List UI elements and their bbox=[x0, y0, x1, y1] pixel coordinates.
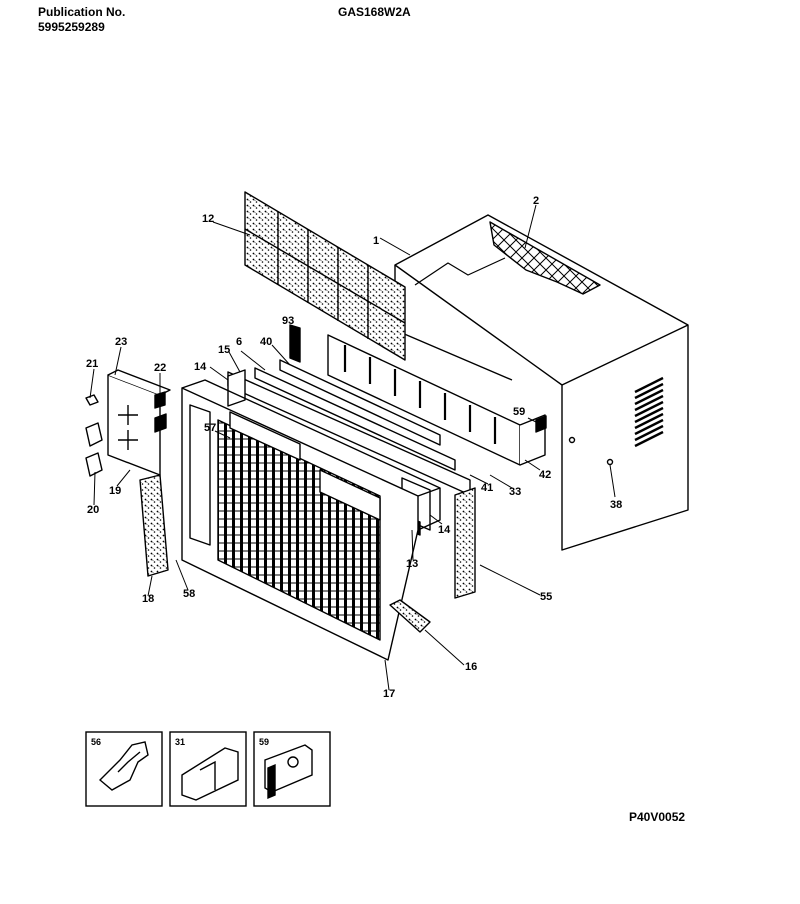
callout-22: 22 bbox=[154, 362, 166, 374]
callout-20: 20 bbox=[87, 504, 99, 516]
callout-40: 40 bbox=[260, 336, 272, 348]
cabinet bbox=[394, 214, 689, 551]
callout-57: 57 bbox=[204, 422, 216, 434]
callout-14b: 14 bbox=[438, 524, 451, 536]
callout-15: 15 bbox=[218, 344, 230, 356]
screw-38a bbox=[568, 436, 576, 444]
detail-label-31: 31 bbox=[175, 737, 185, 747]
callout-21: 21 bbox=[86, 358, 98, 370]
callout-13: 13 bbox=[406, 558, 418, 570]
rear-baffle bbox=[327, 334, 546, 466]
callout-55: 55 bbox=[540, 591, 552, 603]
publication-label: Publication No. bbox=[38, 5, 126, 19]
part-22 bbox=[154, 391, 166, 409]
detail-box-31 bbox=[169, 731, 247, 807]
model-number: GAS168W2A bbox=[338, 5, 411, 19]
callout-59: 59 bbox=[513, 406, 525, 418]
callout-19: 19 bbox=[109, 485, 121, 497]
callout-14a: 14 bbox=[194, 361, 207, 373]
callout-41: 41 bbox=[481, 482, 493, 494]
bracket-59 bbox=[535, 415, 547, 433]
air-filter bbox=[244, 191, 406, 361]
callout-1: 1 bbox=[373, 235, 379, 247]
part-21 bbox=[85, 394, 99, 406]
callout-58: 58 bbox=[183, 588, 195, 600]
callout-12: 12 bbox=[202, 213, 214, 225]
publication-number: 5995259289 bbox=[38, 20, 105, 34]
detail-label-59: 59 bbox=[259, 737, 269, 747]
callout-38: 38 bbox=[610, 499, 622, 511]
insulation-panel bbox=[489, 221, 601, 295]
callout-33: 33 bbox=[509, 486, 521, 498]
detail-box-56 bbox=[85, 731, 163, 807]
front-panel bbox=[181, 379, 441, 661]
callout-42: 42 bbox=[539, 469, 551, 481]
detail-box-59 bbox=[253, 731, 331, 807]
part-22b bbox=[154, 413, 167, 433]
side-piece-14a bbox=[227, 369, 246, 407]
knob-lower bbox=[85, 452, 103, 477]
drawing-code: P40V0052 bbox=[629, 810, 686, 824]
callout-23: 23 bbox=[115, 336, 127, 348]
detail-label-56: 56 bbox=[91, 737, 101, 747]
insulation-55 bbox=[454, 487, 476, 599]
standoff-93 bbox=[289, 324, 301, 363]
callout-18: 18 bbox=[142, 593, 154, 605]
insulation-18 bbox=[139, 474, 169, 577]
callout-2: 2 bbox=[533, 195, 539, 207]
callout-93: 93 bbox=[282, 315, 294, 327]
top-rail bbox=[227, 359, 471, 496]
screw-38b bbox=[606, 458, 614, 466]
callout-17: 17 bbox=[383, 688, 395, 700]
callout-6: 6 bbox=[236, 336, 242, 348]
control-panel bbox=[107, 369, 171, 476]
seal-16 bbox=[389, 599, 431, 633]
knob-upper bbox=[85, 422, 103, 447]
callout-16: 16 bbox=[465, 661, 477, 673]
